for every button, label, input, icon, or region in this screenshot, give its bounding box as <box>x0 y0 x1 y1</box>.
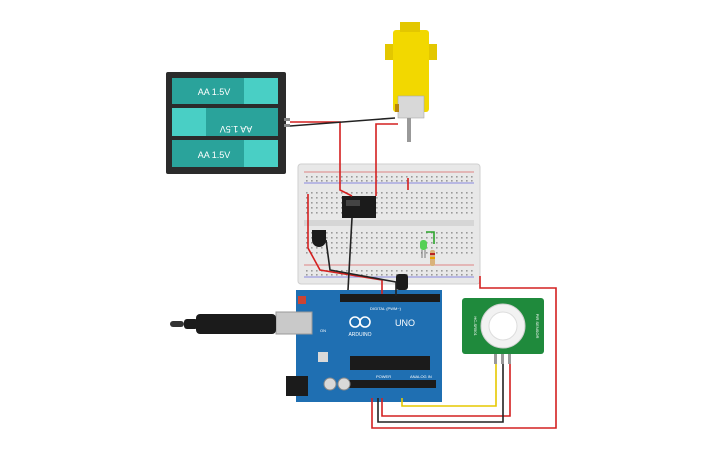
battery-cell-1: AA 1.5V <box>172 78 278 104</box>
pir-sensor[interactable]: HC-SR501 PIR SENSOR <box>462 298 544 364</box>
wire-red-pir-vcc[interactable] <box>381 364 511 417</box>
pir-side-label-left: HC-SR501 <box>473 316 478 336</box>
arduino-logo <box>349 316 371 328</box>
wires <box>289 117 557 429</box>
power-header-label: POWER <box>376 374 391 379</box>
capacitor[interactable] <box>396 274 408 290</box>
wire-black-transistor-arduino[interactable] <box>325 239 397 296</box>
battery-cell-2: AA 1.5V <box>172 108 278 136</box>
wire-yellow-pir-signal[interactable] <box>401 364 497 407</box>
wire-black-relay-arduino[interactable] <box>347 217 353 291</box>
wire-red-vcc-pir[interactable] <box>371 276 557 429</box>
led-green[interactable] <box>420 240 427 258</box>
pir-side-label-right: PIR SENSOR <box>535 314 540 339</box>
analog-header-label: ANALOG IN <box>410 374 432 379</box>
battery-cell-label-1: AA 1.5V <box>198 87 231 97</box>
breadboard <box>297 163 481 285</box>
wire-green-led[interactable] <box>426 231 435 244</box>
resistor[interactable] <box>430 250 435 266</box>
arduino-uno[interactable]: ARDUINO UNO DIGITAL (PWM~) POWER ANALOG … <box>275 290 442 402</box>
battery-cell-label-3: AA 1.5V <box>198 150 231 160</box>
arduino-model-label: UNO <box>395 318 415 328</box>
wire-red-breadboard-arduino[interactable] <box>307 194 383 294</box>
wire-red-battery-relay[interactable] <box>290 121 353 197</box>
on-label: ON <box>320 328 326 333</box>
battery-cell-3: AA 1.5V <box>172 140 278 167</box>
transistor[interactable] <box>312 230 326 247</box>
battery-cell-label-2: AA 1.5V <box>220 124 253 134</box>
usb-cable[interactable] <box>170 314 276 334</box>
battery-pack[interactable]: AA 1.5V AA 1.5V AA 1.5V <box>166 72 290 174</box>
arduino-brand-label: ARDUINO <box>348 332 371 338</box>
wire-red-motor-relay[interactable] <box>375 123 398 196</box>
relay-module[interactable] <box>342 196 376 218</box>
digital-header-label: DIGITAL (PWM~) <box>370 306 402 311</box>
wire-black-pir-gnd[interactable] <box>377 364 504 423</box>
wire-black-battery-motor[interactable] <box>289 117 396 127</box>
dc-motor[interactable] <box>385 22 437 142</box>
